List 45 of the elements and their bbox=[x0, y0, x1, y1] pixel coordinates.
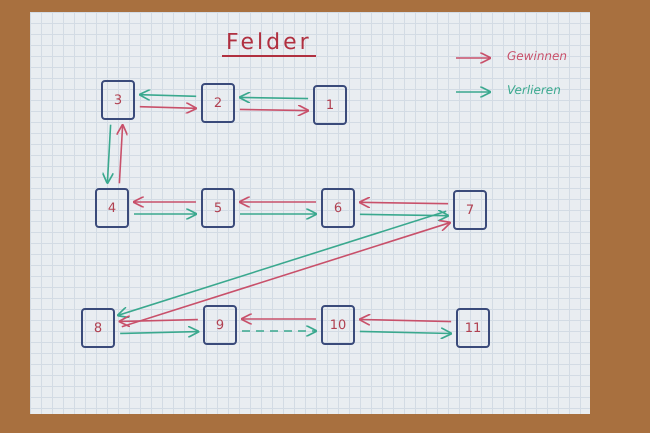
field-number: 7 bbox=[466, 202, 474, 218]
arrow bbox=[132, 196, 196, 208]
arrow bbox=[358, 196, 448, 209]
field-box bbox=[201, 188, 235, 228]
field-box bbox=[101, 80, 135, 120]
arrow bbox=[360, 209, 450, 222]
field-box bbox=[321, 188, 355, 228]
field-box bbox=[321, 305, 355, 345]
arrow bbox=[102, 124, 114, 185]
field-number: 10 bbox=[330, 318, 346, 332]
field-number: 4 bbox=[108, 200, 116, 216]
field-number: 3 bbox=[114, 92, 122, 108]
field-box bbox=[201, 83, 235, 123]
arrow bbox=[238, 196, 316, 208]
field-number: 6 bbox=[334, 200, 342, 216]
arrow bbox=[122, 220, 452, 328]
arrow bbox=[138, 88, 196, 102]
field-number: 2 bbox=[214, 96, 222, 110]
arrow bbox=[358, 313, 452, 326]
field-box bbox=[203, 305, 237, 345]
field-number: 1 bbox=[326, 98, 334, 112]
arrow bbox=[118, 314, 198, 328]
legend-label: Verlieren bbox=[507, 83, 561, 97]
arrow bbox=[240, 104, 310, 117]
arrow bbox=[120, 325, 200, 338]
title: Felder bbox=[222, 30, 316, 57]
arrow bbox=[140, 102, 198, 114]
arrow bbox=[134, 208, 198, 220]
arrow bbox=[240, 312, 316, 326]
field-box bbox=[81, 308, 115, 348]
field-box bbox=[453, 190, 487, 230]
field-box bbox=[313, 85, 347, 125]
field-box bbox=[95, 188, 129, 228]
field-number: 8 bbox=[94, 320, 102, 336]
arrow bbox=[116, 210, 446, 318]
arrow bbox=[242, 324, 318, 338]
field-number: 11 bbox=[464, 320, 482, 336]
arrow bbox=[116, 123, 128, 184]
field-number: 5 bbox=[214, 200, 222, 216]
field-number: 9 bbox=[216, 318, 224, 332]
field-box bbox=[456, 308, 490, 348]
legend-label: Gewinnen bbox=[507, 49, 568, 63]
arrow bbox=[238, 91, 308, 104]
arrow bbox=[360, 326, 453, 340]
arrow bbox=[240, 208, 318, 220]
